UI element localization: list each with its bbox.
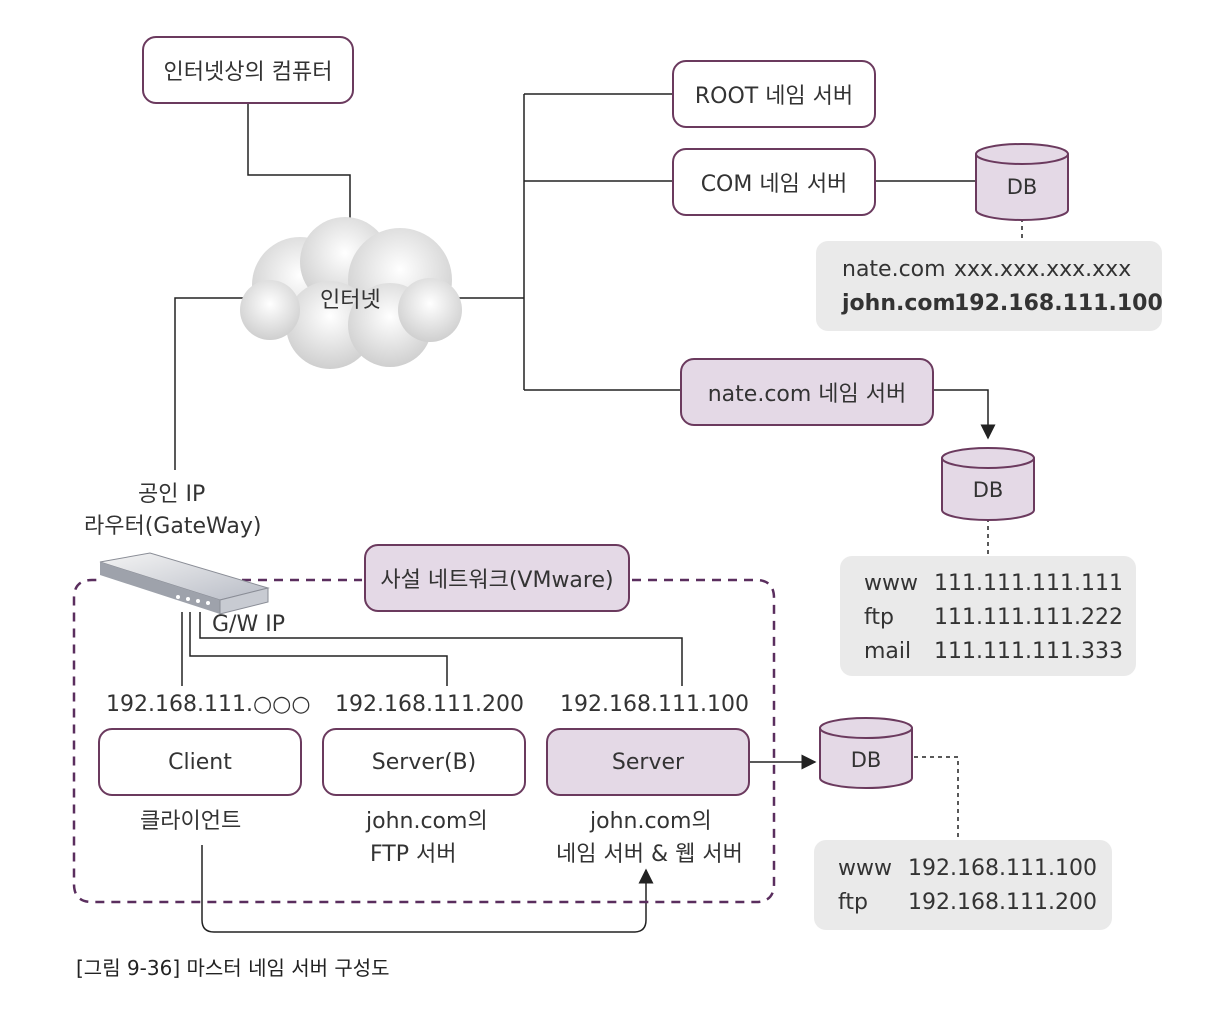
internet-computer-node: 인터넷상의 컴퓨터 <box>142 36 354 104</box>
table-row: www 111.111.111.111 <box>864 571 1123 596</box>
db-cylinder-com <box>975 143 1069 221</box>
table-row: mail 111.111.111.333 <box>864 639 1123 664</box>
connection-lines <box>174 93 976 933</box>
gateway-ip-label: G/W IP <box>212 612 285 637</box>
client-role-label: 클라이언트 <box>140 809 242 834</box>
db-label-nate: DB <box>972 478 1004 502</box>
table-row: www 192.168.111.100 <box>838 856 1097 881</box>
server-role-line1: john.com의 <box>590 809 712 834</box>
private-network-label: 사설 네트워크(VMware) <box>364 544 630 612</box>
db-cylinder-nate <box>941 447 1035 521</box>
figure-caption: [그림 9-36] 마스터 네임 서버 구성도 <box>76 956 390 980</box>
router-gateway-label: 라우터(GateWay) <box>84 514 262 539</box>
server-b-role-line2: FTP 서버 <box>370 842 457 867</box>
server-ip-label: 192.168.111.100 <box>560 692 749 717</box>
server-b-role-line1: john.com의 <box>366 809 488 834</box>
nate-nameserver-node: nate.com 네임 서버 <box>680 358 934 426</box>
db-label-server: DB <box>850 748 882 772</box>
com-nameserver-node: COM 네임 서버 <box>672 148 876 216</box>
internet-cloud-label: 인터넷 <box>320 288 381 313</box>
root-nameserver-node: ROOT 네임 서버 <box>672 60 876 128</box>
client-node: Client <box>98 728 302 796</box>
server-b-node: Server(B) <box>322 728 526 796</box>
db-cylinder-server <box>819 717 913 789</box>
com-db-records: nate.com xxx.xxx.xxx.xxx john.com 192.16… <box>816 241 1163 331</box>
server-role-line2: 네임 서버 & 웹 서버 <box>556 842 743 867</box>
table-row: ftp 111.111.111.222 <box>864 605 1123 630</box>
arrows <box>638 389 996 884</box>
table-row: nate.com xxx.xxx.xxx.xxx <box>842 257 1132 282</box>
internet-cloud-icon <box>240 217 462 369</box>
router-public-ip-label: 공인 IP <box>138 482 206 507</box>
router-icon <box>99 552 270 615</box>
server-node: Server <box>546 728 750 796</box>
server-b-ip-label: 192.168.111.200 <box>335 692 524 717</box>
table-row: ftp 192.168.111.200 <box>838 890 1097 915</box>
dashed-links <box>914 218 1023 840</box>
client-ip-label: 192.168.111.○○○ <box>106 692 311 717</box>
db-label-com: DB <box>1006 175 1038 199</box>
server-db-records: www 192.168.111.100 ftp 192.168.111.200 <box>814 840 1112 930</box>
nate-db-records: www 111.111.111.111 ftp 111.111.111.222 … <box>840 556 1136 676</box>
table-row: john.com 192.168.111.100 <box>842 291 1163 316</box>
